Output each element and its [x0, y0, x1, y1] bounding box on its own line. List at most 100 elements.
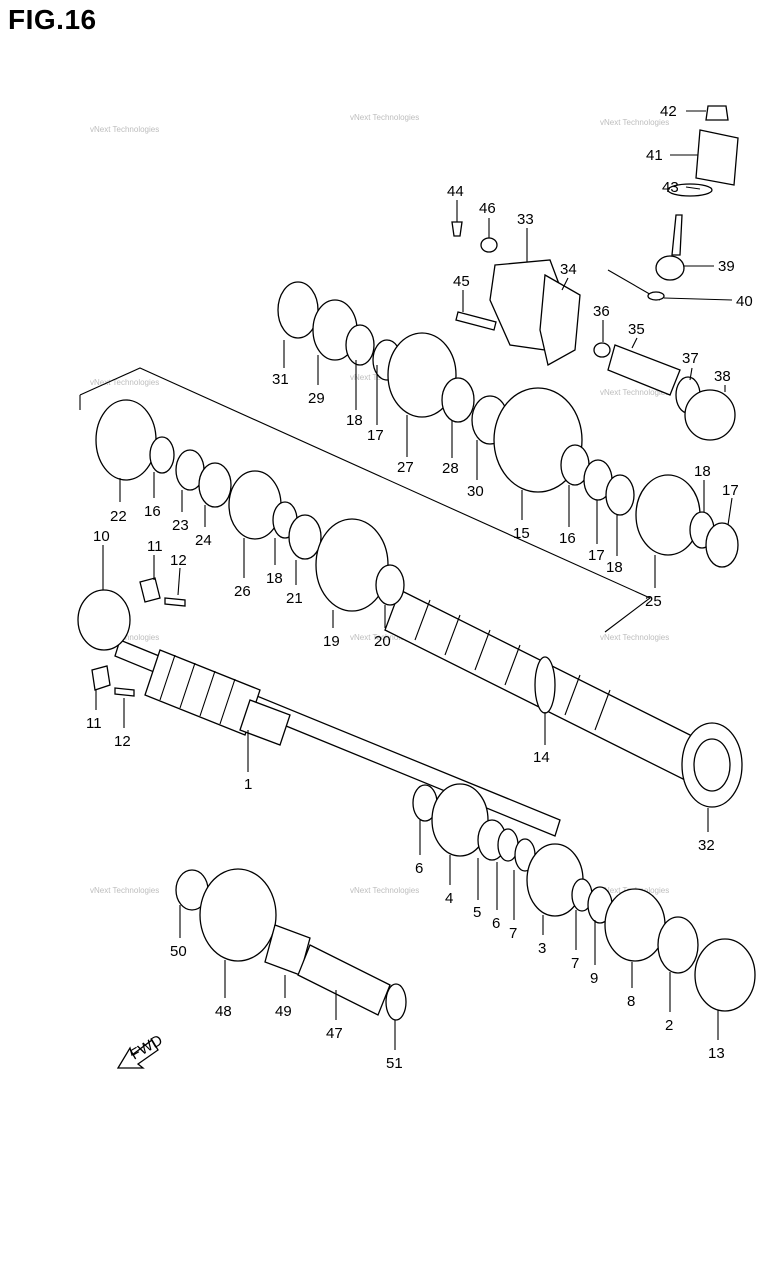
- callout: 18: [694, 463, 711, 480]
- part-39-spindle: [671, 214, 683, 256]
- part-15-gear: [493, 387, 583, 493]
- shaft-collar: [239, 699, 291, 746]
- part-13-bearing: [694, 938, 756, 1012]
- part-28-bushing: [441, 377, 475, 423]
- callout: 24: [195, 532, 212, 549]
- part-2-gear: [657, 916, 699, 974]
- callout: 20: [374, 633, 391, 650]
- watermark: vNext Technologies: [350, 633, 419, 642]
- callout: 15: [513, 525, 530, 542]
- callout: 19: [323, 633, 340, 650]
- part-25-gear: [635, 474, 701, 556]
- countershaft-flange: [534, 656, 556, 714]
- callout: 7: [509, 925, 517, 942]
- part-48-gear: [199, 868, 277, 962]
- callout: 12: [114, 733, 131, 750]
- callout: 33: [517, 211, 534, 228]
- callout: 4: [445, 890, 453, 907]
- part-41-sleeve: [695, 129, 739, 186]
- part-26-gear: [228, 470, 282, 540]
- watermark: vNext Technologies: [90, 886, 159, 895]
- callout: 41: [646, 147, 663, 164]
- callout: 23: [172, 517, 189, 534]
- callout: 32: [698, 837, 715, 854]
- callout: 11: [86, 715, 102, 732]
- part-39-gear: [655, 255, 685, 281]
- callout: 18: [606, 559, 623, 576]
- figure-title: FIG.16: [8, 4, 97, 35]
- countershaft-bracket-line: [79, 367, 652, 633]
- callout: 40: [736, 293, 753, 310]
- part-34-gasket: [539, 273, 581, 366]
- callout: 6: [415, 860, 423, 877]
- part-11-retainer: [91, 665, 111, 691]
- callout: 2: [665, 1017, 673, 1034]
- watermark: vNext Technologies: [600, 118, 669, 127]
- callout: 37: [682, 350, 699, 367]
- callout: 14: [533, 749, 550, 766]
- watermark: vNext Technologies: [90, 378, 159, 387]
- callout: 46: [479, 200, 496, 217]
- part-12-screw: [164, 597, 186, 607]
- leader: [727, 497, 733, 526]
- leader: [663, 297, 733, 301]
- callout: 5: [473, 904, 481, 921]
- callout: 28: [442, 460, 459, 477]
- parts: [77, 105, 756, 1021]
- callout: 29: [308, 390, 325, 407]
- callout: 18: [266, 570, 283, 587]
- countershaft-splines: [414, 599, 611, 731]
- callout: 21: [286, 590, 303, 607]
- callout: 13: [708, 1045, 725, 1062]
- part-22-bearing: [95, 399, 157, 481]
- callout: 1: [244, 776, 252, 793]
- callout: 35: [628, 321, 645, 338]
- callout: 39: [718, 258, 735, 275]
- callout: 9: [590, 970, 598, 987]
- callout: 43: [662, 179, 679, 196]
- part-21-washer: [288, 514, 322, 560]
- part-16-bushing: [149, 436, 175, 474]
- callout: 18: [346, 412, 363, 429]
- callout: 31: [272, 371, 289, 388]
- callout: 12: [170, 552, 187, 569]
- leader: [631, 337, 638, 349]
- part-31-bearing: [277, 281, 319, 339]
- leader-lines: [95, 110, 733, 1050]
- part-10-bearing: [77, 589, 131, 651]
- part-36-washer: [593, 342, 611, 358]
- part-17-washer: [705, 522, 739, 568]
- callout: 36: [593, 303, 610, 320]
- callout: 34: [560, 261, 577, 278]
- callout: 47: [326, 1025, 343, 1042]
- watermark: vNext Technologies: [350, 113, 419, 122]
- part-27-gear: [387, 332, 457, 418]
- callout: 10: [93, 528, 110, 545]
- callout: 16: [144, 503, 161, 520]
- leader: [689, 367, 693, 381]
- watermark: vNext Technologies: [350, 886, 419, 895]
- callout: 51: [386, 1055, 403, 1072]
- callout: 17: [367, 427, 384, 444]
- callout: 16: [559, 530, 576, 547]
- bearing-inner: [693, 738, 731, 792]
- callout-labels: 42 41 43 44 46 33 34 39 40 45 36 35 37 3…: [86, 103, 753, 1072]
- callout: 42: [660, 103, 677, 120]
- part-46-washer: [480, 237, 498, 253]
- callout: 27: [397, 459, 414, 476]
- part-18-circlip: [345, 324, 375, 366]
- fwd-arrow-icon: [116, 1039, 159, 1069]
- callout: 49: [275, 1003, 292, 1020]
- watermarks: vNext Technologies vNext Technologies vN…: [90, 113, 669, 895]
- callout: 48: [215, 1003, 232, 1020]
- part-42-cap: [705, 105, 729, 121]
- callout: 38: [714, 368, 731, 385]
- part-40-washer: [647, 291, 665, 301]
- part-8-gear: [604, 888, 666, 962]
- leader: [561, 277, 569, 291]
- part-43-oring: [667, 183, 713, 197]
- part-11-retainer: [139, 577, 161, 603]
- watermark: vNext Technologies: [600, 633, 669, 642]
